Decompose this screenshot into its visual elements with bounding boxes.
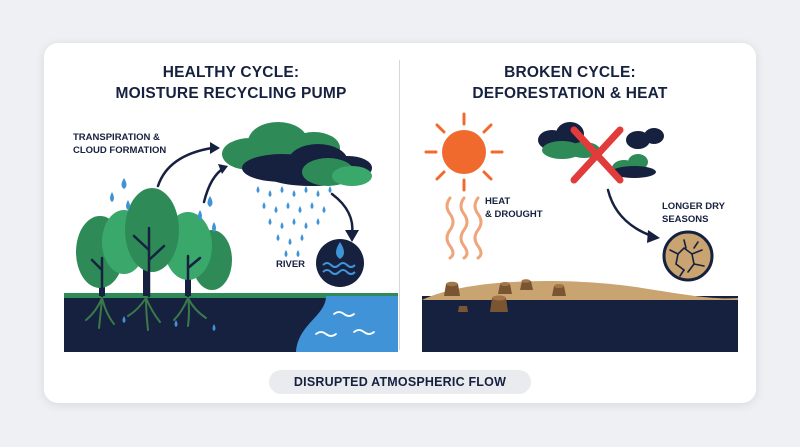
- tree-stumps: [444, 279, 566, 312]
- broken-cycle-scene: [422, 112, 738, 352]
- heat-drought-label: HEAT & DROUGHT: [485, 195, 543, 221]
- healthy-title-line1: HEALTHY CYCLE:: [162, 64, 300, 81]
- transpiration-label: TRANSPIRATION & CLOUD FORMATION: [73, 131, 166, 157]
- transpiration-label-line1: TRANSPIRATION &: [73, 132, 160, 143]
- runoff-arrow: [330, 192, 354, 236]
- transpiration-label-line2: CLOUD FORMATION: [73, 145, 167, 156]
- rain-cloud: [222, 122, 372, 186]
- river-ripples: [315, 311, 375, 337]
- dry-seasons-label-line2: SEASONS: [662, 214, 709, 225]
- evaporation-arrowhead-2: [218, 164, 228, 174]
- cross-out-icon: [570, 126, 624, 184]
- dry-seasons-label: LONGER DRY SEASONS: [662, 200, 725, 226]
- disrupted-flow-badge: DISRUPTED ATMOSPHERIC FLOW: [269, 370, 531, 394]
- panel-divider: [399, 60, 400, 350]
- drying-arrowhead: [647, 230, 660, 243]
- broken-subsoil: [422, 296, 738, 352]
- river-icon: [316, 239, 364, 287]
- healthy-cycle-scene: [64, 122, 398, 352]
- rain-drops: [256, 186, 332, 257]
- tree-roots: [85, 297, 207, 331]
- broken-cycle-title: BROKEN CYCLE: DEFORESTATION & HEAT: [402, 62, 738, 104]
- evaporation-arrowhead-1: [210, 142, 220, 154]
- healthy-cycle-title: HEALTHY CYCLE: MOISTURE RECYCLING PUMP: [64, 62, 398, 104]
- evaporation-arrows: [156, 146, 226, 204]
- dry-seasons-label-line1: LONGER DRY: [662, 201, 725, 212]
- heat-drought-label-line2: & DROUGHT: [485, 209, 543, 220]
- broken-title-line2: DEFORESTATION & HEAT: [472, 85, 668, 102]
- sparse-clouds: [538, 122, 664, 178]
- forest-trees: [76, 188, 232, 298]
- healthy-grass-strip: [64, 293, 398, 298]
- river-label: RIVER: [276, 259, 306, 270]
- disrupted-flow-label: DISRUPTED ATMOSPHERIC FLOW: [293, 375, 507, 389]
- drying-arrow: [606, 188, 654, 238]
- healthy-title-line2: MOISTURE RECYCLING PUMP: [115, 85, 347, 102]
- river-water: [296, 296, 398, 352]
- cracked-earth-icon: [662, 230, 714, 282]
- transpiration-drops: [110, 178, 216, 232]
- heat-drought-label-line1: HEAT: [485, 196, 511, 207]
- dry-soil: [422, 280, 738, 300]
- runoff-arrowhead: [345, 230, 359, 242]
- broken-title-line1: BROKEN CYCLE:: [504, 64, 636, 81]
- sun-icon: [424, 112, 504, 192]
- root-water-drops: [122, 316, 216, 331]
- heat-waves-icon: [445, 196, 483, 260]
